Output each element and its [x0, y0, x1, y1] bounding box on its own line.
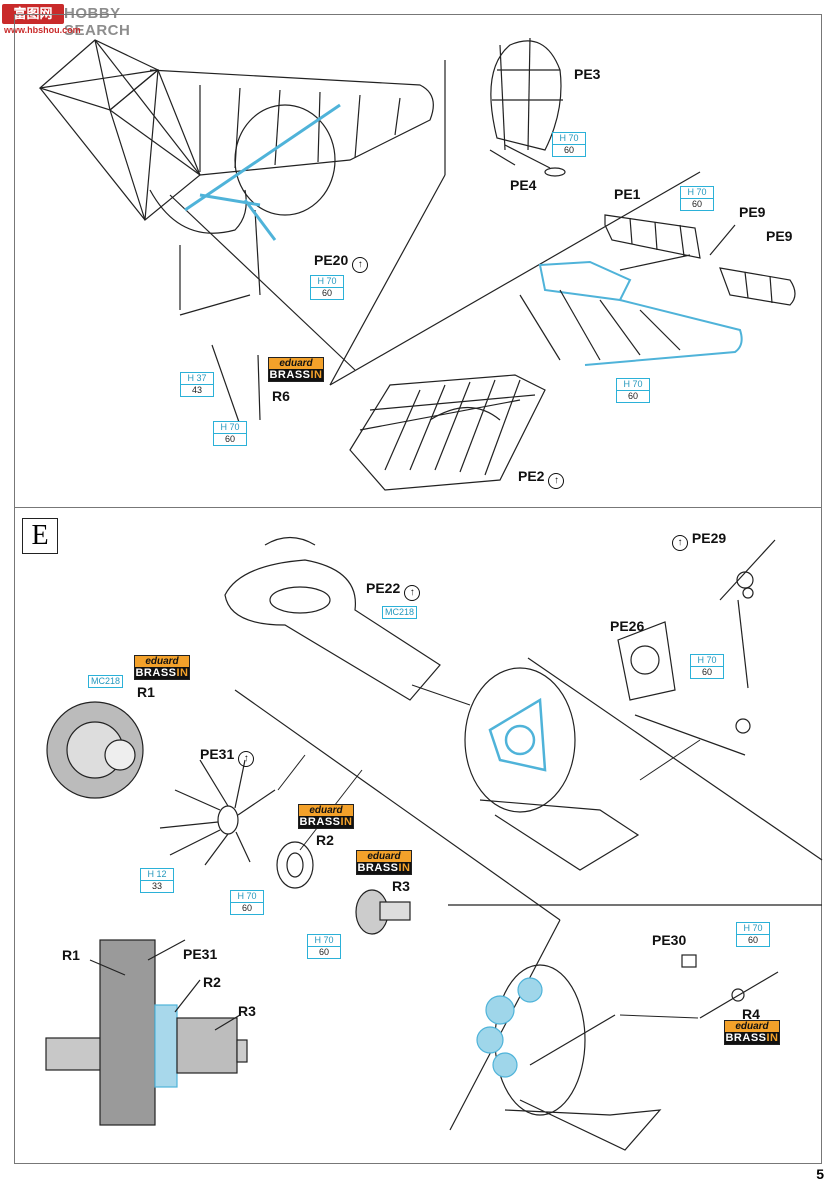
part-label-pe22: PE22↑ [366, 580, 421, 601]
part-label-pe30: PE30 [652, 932, 687, 948]
assembly-arrow [619, 1014, 699, 1019]
engine-r1-drawing [46, 701, 144, 799]
step-divider-line [329, 171, 701, 386]
section-letter: E [22, 518, 58, 554]
assembly-arrow [411, 684, 471, 706]
tailplane-ribs-drawing [519, 289, 681, 361]
step-divider-line [527, 657, 823, 861]
part-label-pe9: PE9 [739, 204, 766, 220]
bend-up-icon: ↑ [352, 257, 369, 273]
fuselage-truss-drawing [38, 39, 434, 426]
final-assembly-drawing [476, 954, 779, 1151]
assembly-arrow [639, 739, 701, 781]
bend-up-icon: ↑ [404, 585, 421, 601]
bend-up-icon: ↑ [548, 473, 565, 489]
part-label-pe29: ↑ PE29 [668, 530, 726, 551]
part-label-r1: R1 [137, 684, 155, 700]
elevator-pe1-drawing [604, 214, 796, 306]
detail-label-pe31: PE31 [183, 946, 218, 962]
step-divider-line [329, 174, 446, 386]
detail-label-r2: R2 [203, 974, 221, 990]
paint-callout-mc218: MC218 [88, 675, 124, 688]
part-label-pe2: PE2↑ [518, 468, 565, 489]
part-label-pe20: PE20↑ [314, 252, 369, 273]
bend-up-icon: ↑ [238, 751, 255, 767]
tailplane-highlighted-drawing [538, 260, 743, 366]
section-divider [14, 507, 822, 508]
part-label-pe31: PE31↑ [200, 746, 255, 767]
crankcase-r3-drawing [355, 889, 411, 935]
assembly-arrow [277, 754, 306, 791]
bend-up-icon: ↑ [672, 535, 688, 551]
mount-pe29-pe26-drawing [617, 539, 776, 756]
part-label-r6: R6 [272, 388, 290, 404]
rudder-pe3-drawing [489, 37, 566, 177]
page-frame [14, 14, 822, 1164]
part-label-r2: R2 [316, 832, 334, 848]
highlighted-rod-parts [184, 103, 341, 241]
engine-side-view-drawing [45, 939, 248, 1126]
step-divider-line [449, 919, 561, 1131]
ring-r2-drawing [276, 841, 314, 889]
exhaust-pe31-drawing [159, 759, 276, 866]
firewall-assembly-drawing [464, 667, 640, 871]
part-label-pe26: PE26 [610, 618, 645, 634]
part-label-r3: R3 [392, 878, 410, 894]
part-label-pe3: PE3 [574, 66, 601, 82]
step-divider-line [169, 194, 356, 371]
part-label-r4: R4 [742, 1006, 760, 1022]
lower-wing-pe2-drawing [349, 374, 546, 491]
paint-callout-mc218: MC218 [382, 606, 418, 619]
floor-panel-pe22-drawing [224, 536, 441, 701]
page-number: 5 [816, 1166, 824, 1182]
detail-label-r3: R3 [238, 1003, 256, 1019]
watermark-site-name: HOBBY SEARCH [64, 5, 131, 39]
step-divider-line [234, 689, 561, 921]
part-label-pe4: PE4 [510, 177, 537, 193]
watermark: 富图网 HOBBY SEARCH www.hbshou.com [2, 2, 162, 39]
watermark-url: www.hbshou.com [4, 25, 81, 35]
part-label-pe1: PE1 [614, 186, 641, 202]
part-label-pe9-second: PE9 [766, 228, 793, 244]
detail-label-r1: R1 [62, 947, 80, 963]
